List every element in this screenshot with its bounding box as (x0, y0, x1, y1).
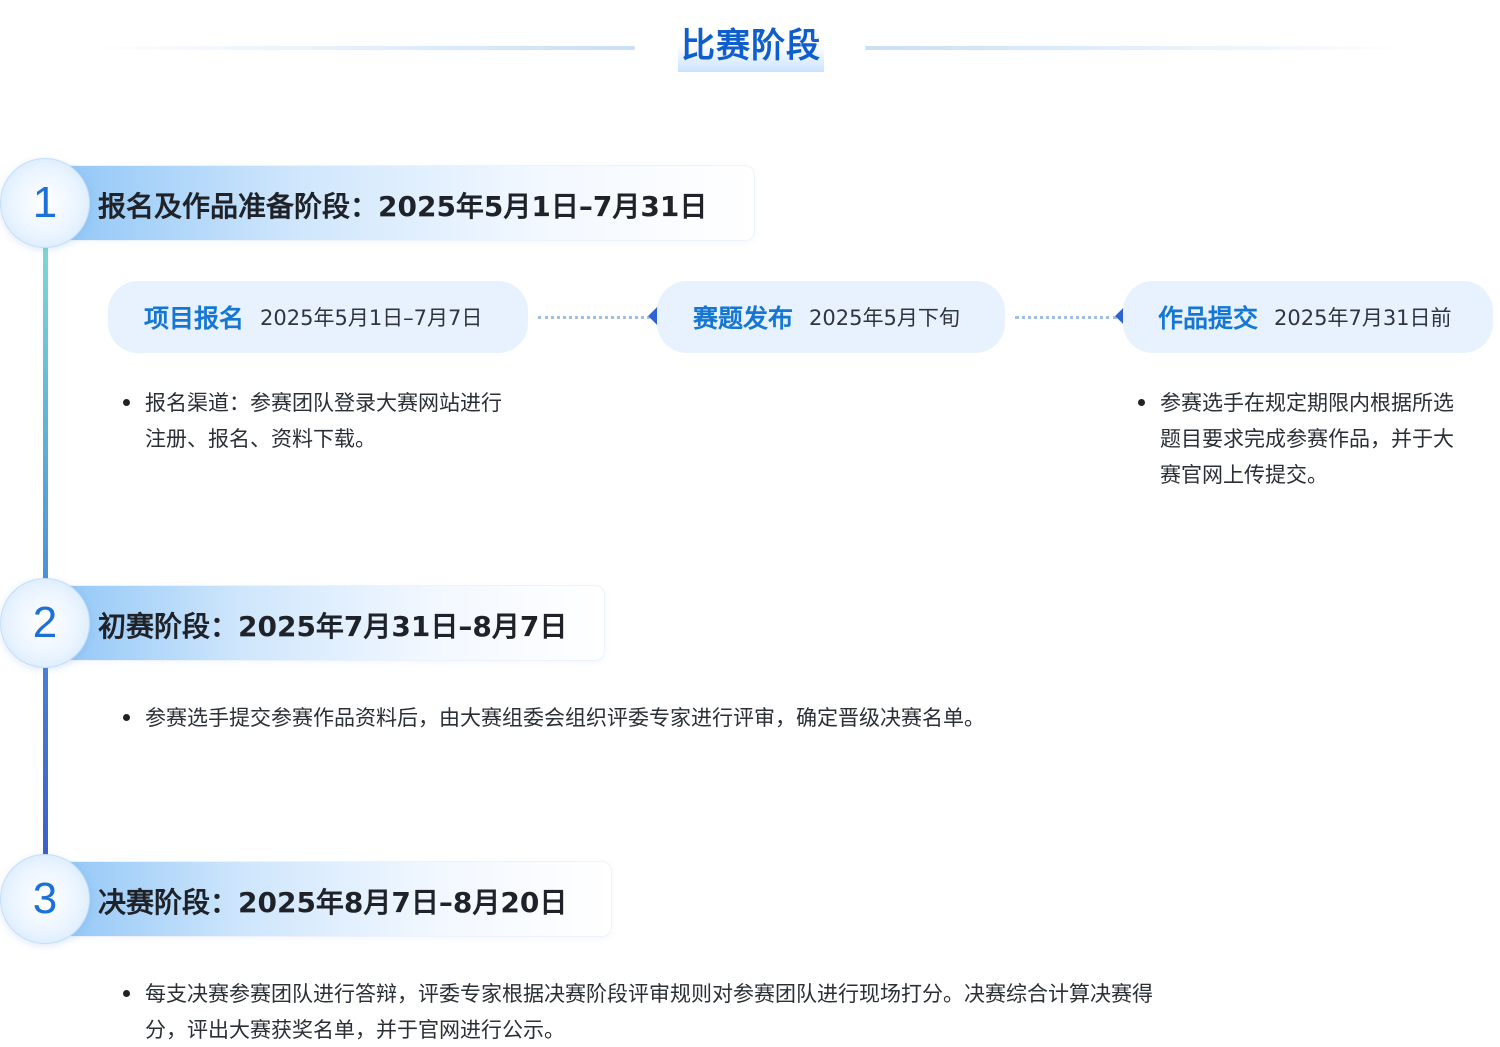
step-name: 项目报名 (144, 304, 245, 333)
stage-number-badge: 2 (0, 578, 90, 668)
bullet-icon (123, 399, 130, 406)
note-line: 每支决赛参赛团队进行答辩，评委专家根据决赛阶段评审规则对参赛团队进行现场打分。决… (145, 982, 1153, 1006)
step-submission: 作品提交 2025年7月31日前 (1123, 281, 1493, 353)
step-connector (538, 316, 650, 319)
bullet-icon (1138, 399, 1145, 406)
note-final: 每支决赛参赛团队进行答辩，评委专家根据决赛阶段评审规则对参赛团队进行现场打分。决… (123, 976, 1345, 1047)
note-line: 分，评出大赛获奖名单，并于官网进行公示。 (145, 1018, 565, 1042)
stage-number-badge: 3 (0, 854, 90, 944)
stage-number-badge: 1 (0, 158, 90, 248)
step-name: 作品提交 (1158, 304, 1259, 333)
stage-title: 决赛阶段：2025年8月7日–8月20日 (98, 886, 568, 919)
section-header: 比赛阶段 (0, 10, 1500, 72)
note-submission: 参赛选手在规定期限内根据所选 题目要求完成参赛作品，并于大 赛官网上传提交。 (1138, 385, 1500, 493)
step-date: 2025年5月1日–7月7日 (260, 306, 483, 330)
timeline-line (43, 665, 48, 860)
note-registration: 报名渠道：参赛团队登录大赛网站进行 注册、报名、资料下载。 (123, 385, 575, 457)
title-divider-left (95, 46, 635, 50)
step-date: 2025年7月31日前 (1274, 306, 1452, 330)
bullet-icon (123, 990, 130, 997)
note-line: 题目要求完成参赛作品，并于大 (1160, 427, 1454, 451)
note-line: 注册、报名、资料下载。 (145, 427, 376, 451)
timeline-line (43, 245, 48, 585)
note-line: 参赛选手提交参赛作品资料后，由大赛组委会组织评委专家进行评审，确定晋级决赛名单。 (145, 706, 985, 730)
step-registration: 项目报名 2025年5月1日–7月7日 (108, 281, 528, 353)
section-title: 比赛阶段 (678, 18, 824, 72)
note-line: 赛官网上传提交。 (1160, 463, 1328, 487)
stage-title-pill (45, 861, 612, 937)
stage-title: 报名及作品准备阶段：2025年5月1日–7月31日 (98, 190, 708, 223)
stage-header-3: 3 决赛阶段：2025年8月7日–8月20日 (0, 854, 620, 946)
bullet-icon (123, 714, 130, 721)
step-connector (1015, 316, 1117, 319)
title-divider-right (865, 46, 1405, 50)
note-preliminary: 参赛选手提交参赛作品资料后，由大赛组委会组织评委专家进行评审，确定晋级决赛名单。 (123, 700, 1245, 736)
stage-title-pill (45, 585, 605, 661)
note-line: 报名渠道：参赛团队登录大赛网站进行 (145, 391, 502, 415)
note-line: 参赛选手在规定期限内根据所选 (1160, 391, 1454, 415)
step-topic-release: 赛题发布 2025年5月下旬 (657, 281, 1005, 353)
stage-header-1: 1 报名及作品准备阶段：2025年5月1日–7月31日 (0, 158, 760, 250)
step-name: 赛题发布 (693, 304, 794, 333)
stage-header-2: 2 初赛阶段：2025年7月31日–8月7日 (0, 578, 610, 670)
stage-title: 初赛阶段：2025年7月31日–8月7日 (98, 610, 568, 643)
step-date: 2025年5月下旬 (809, 306, 960, 330)
stage-title-pill (45, 165, 755, 241)
